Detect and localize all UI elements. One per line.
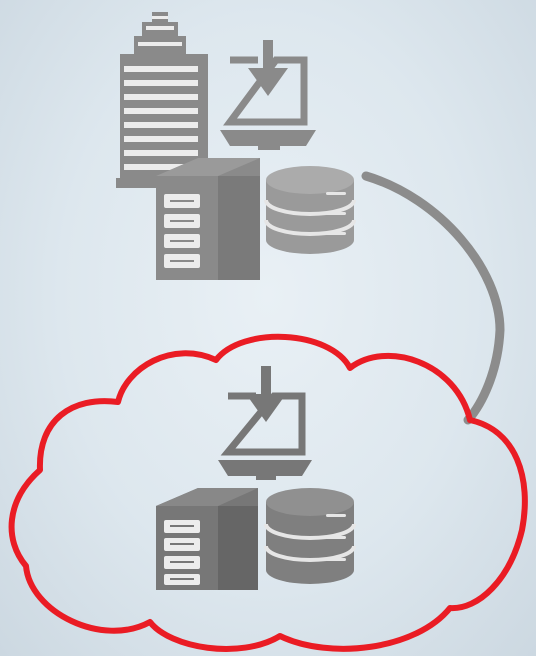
cloud-group: [8, 333, 528, 652]
server-rack-icon: [156, 488, 258, 590]
database-icon: [264, 488, 356, 584]
office-building-icon: [116, 12, 208, 188]
cloud-outline: [8, 333, 528, 652]
bidirectional-arrow: [361, 171, 505, 425]
server-rack-icon: [156, 158, 260, 280]
database-icon: [264, 166, 356, 254]
laptop-download-icon: [218, 366, 312, 480]
on-premises-group: [116, 12, 356, 280]
laptop-download-icon: [220, 40, 316, 150]
